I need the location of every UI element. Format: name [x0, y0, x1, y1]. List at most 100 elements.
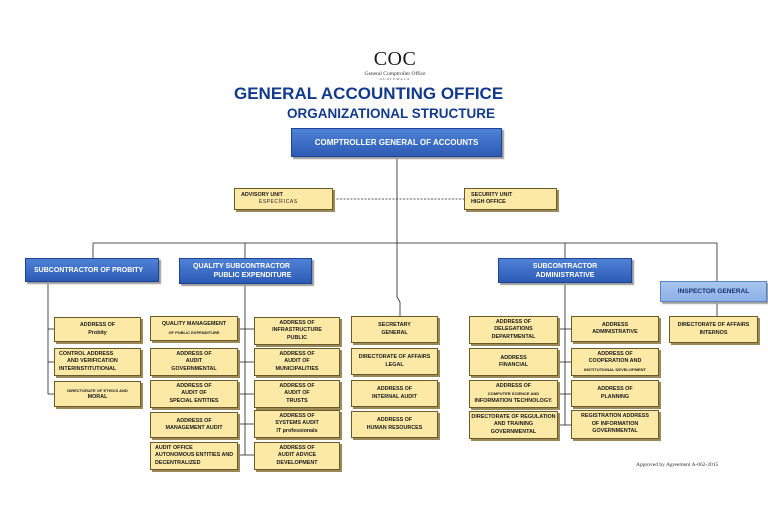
unit-line: ADDRESS	[500, 354, 527, 361]
quality-subcontractor-line1: QUALITY SUBCONTRACTOR	[193, 263, 290, 270]
unit-line: INTERNOS	[699, 329, 728, 336]
subcontractor-probity-label: SUBCONTRACTOR OF PROBITY	[34, 266, 144, 274]
unit-line: ADDRESS OF	[597, 350, 633, 357]
unit-cooperation-development: ADDRESS OF COOPERATION AND INSTITUTIONAL…	[571, 348, 659, 376]
unit-line: ADDRESS OF	[495, 318, 532, 325]
unit-line: ADDRESS	[601, 321, 629, 328]
unit-line: ADDRESS OF	[176, 417, 212, 424]
unit-line: ADDRESS OF	[279, 350, 315, 357]
unit-line: DIRECTORATE OF REGULATION	[471, 413, 556, 420]
unit-line: OF INFORMATION	[591, 420, 639, 427]
unit-line: GOVERNMENTAL	[490, 428, 537, 435]
inspector-general-box: INSPECTOR GENERAL	[660, 281, 767, 302]
unit-line: ADDRESS OF	[495, 382, 532, 389]
inspector-general-label: INSPECTOR GENERAL	[677, 288, 750, 295]
unit-line: LEGAL	[385, 361, 404, 368]
logo-mark: COC	[373, 48, 417, 70]
unit-internal-audit: ADDRESS OF INTERNAL AUDIT	[351, 380, 438, 407]
unit-line: AUDIT OF	[284, 358, 310, 365]
comptroller-general-box: COMPTROLLER GENERAL OF ACCOUNTS	[291, 128, 502, 157]
unit-financial: ADDRESS FINANCIAL	[469, 348, 558, 376]
unit-line: AUDIT	[185, 358, 203, 365]
unit-line: AUDIT OFFICE	[155, 444, 193, 451]
unit-line: AUDIT ADVICE	[277, 452, 317, 459]
unit-line: INTERINSTITUTIONAL	[59, 365, 117, 372]
unit-quality-management: QUALITY MANAGEMENT OF PUBLIC EXPENDITURE	[150, 316, 238, 341]
unit-line: TRUSTS	[286, 397, 308, 404]
unit-line: ADDRESS OF	[376, 417, 413, 423]
advisory-unit-box: ADVISORY UNIT ESPECÍFICAS	[234, 188, 333, 210]
unit-registration-information: REGISTRATION ADDRESS OF INFORMATION GOVE…	[571, 410, 659, 439]
advisory-unit-line2: ESPECÍFICAS	[259, 199, 298, 205]
unit-line: INFRASTRUCTURE	[272, 327, 322, 334]
unit-line: COMPUTER SCIENCE AND	[487, 391, 540, 397]
unit-control-verification: CONTROL ADDRESS AND VERIFICATION INTERIN…	[54, 348, 141, 376]
page-title: GENERAL ACCOUNTING OFFICE	[234, 84, 504, 103]
unit-administrative: ADDRESS ADMINISTRATIVE	[571, 316, 659, 342]
unit-delegations-departmental: ADDRESS OF DELEGATIONS DEPARTMENTAL	[469, 316, 558, 344]
unit-audit-special-entities: ADDRESS OF AUDIT OF SPECIAL ENTITIES	[150, 380, 238, 408]
unit-line: ADDRESS OF	[279, 412, 315, 419]
unit-audit-trusts: ADDRESS OF AUDIT OF TRUSTS	[254, 380, 340, 408]
unit-line: DELEGATIONS	[494, 326, 533, 333]
unit-line: ADDRESS OF	[376, 386, 413, 392]
unit-management-audit: ADDRESS OF MANAGEMENT AUDIT	[150, 412, 238, 438]
unit-internal-affairs: DIRECTORATE OF AFFAIRS INTERNOS	[669, 316, 758, 343]
subcontractor-administrative-line1: SUBCONTRACTOR	[532, 262, 598, 270]
unit-legal-affairs: DIRECTORATE OF AFFAIRS LEGAL	[351, 348, 438, 375]
unit-line: REGISTRATION ADDRESS	[581, 413, 649, 420]
page-subtitle: ORGANIZATIONAL STRUCTURE	[287, 106, 495, 121]
unit-line: ADDRESS OF	[279, 444, 315, 451]
logo-subtitle: General Comptroller Office	[364, 71, 426, 77]
unit-line: DIRECTORATE OF AFFAIRS	[358, 354, 431, 360]
quality-subcontractor-box: QUALITY SUBCONTRACTOR PUBLIC EXPENDITURE	[179, 258, 312, 284]
unit-line: SYSTEMS AUDIT	[275, 420, 319, 427]
unit-line: ADDRESS OF	[279, 319, 315, 326]
unit-systems-audit: ADDRESS OF SYSTEMS AUDIT IT professional…	[254, 410, 340, 438]
logo: COC General Comptroller Office GUATEMALA	[350, 48, 440, 82]
unit-infrastructure-public: ADDRESS OF INFRASTRUCTURE PUBLIC	[254, 317, 340, 345]
unit-line: GOVERNMENTAL	[171, 365, 217, 372]
subcontractor-probity-box: SUBCONTRACTOR OF PROBITY	[25, 258, 159, 282]
unit-line: PLANNING	[600, 393, 630, 400]
unit-line: DECENTRALIZED	[155, 459, 201, 466]
unit-planning: ADDRESS OF PLANNING	[571, 380, 659, 407]
unit-line: DIRECTORATE OF AFFAIRS	[677, 322, 750, 328]
unit-line: ADDRESS OF	[176, 382, 212, 389]
unit-line: DEVELOPMENT	[276, 459, 318, 466]
unit-probity-address: ADDRESS OF Probity	[54, 317, 141, 342]
unit-ethics-moral: DIRECTORATE OF ETHICS AND MORAL	[54, 381, 141, 407]
unit-line: DIRECTORATE OF ETHICS AND	[67, 387, 128, 393]
unit-line: AND TRAINING	[493, 421, 534, 428]
unit-line: SPECIAL ENTITIES	[169, 397, 219, 404]
approval-note: Approved by Agreement A-062-2015	[636, 462, 719, 468]
unit-line: GOVERNMENTAL	[592, 428, 638, 435]
unit-line: ADDRESS OF	[79, 322, 116, 328]
unit-line: ADDRESS OF	[279, 382, 315, 389]
logo-country: GUATEMALA	[379, 77, 411, 81]
unit-line: QUALITY MANAGEMENT	[161, 321, 227, 327]
unit-audit-municipalities: ADDRESS OF AUDIT OF MUNICIPALITIES	[254, 348, 340, 376]
unit-line: INTERNAL AUDIT	[372, 393, 417, 400]
unit-line: PUBLIC	[286, 334, 308, 341]
unit-computer-science-it: ADDRESS OF COMPUTER SCIENCE AND INFORMAT…	[469, 380, 558, 408]
advisory-unit-line1: ADVISORY UNIT	[241, 191, 283, 198]
unit-line: HUMAN RESOURCES	[366, 424, 423, 431]
unit-line: COOPERATION AND	[588, 358, 642, 365]
subcontractor-administrative-line2: ADMINISTRATIVE	[535, 271, 595, 279]
unit-line: ADDRESS OF	[597, 386, 633, 392]
unit-line: AND VERIFICATION	[67, 358, 118, 365]
subcontractor-administrative-box: SUBCONTRACTOR ADMINISTRATIVE	[498, 258, 632, 283]
unit-line: GENERAL	[381, 329, 408, 336]
security-unit-line1: SECURITY UNIT	[471, 191, 513, 198]
unit-line: AUTONOMOUS ENTITIES AND	[155, 452, 234, 459]
unit-line: CONTROL ADDRESS	[59, 350, 114, 357]
unit-audit-office-autonomous: AUDIT OFFICE AUTONOMOUS ENTITIES AND DEC…	[150, 442, 238, 470]
unit-line: MORAL	[87, 394, 108, 400]
unit-line: ADMINISTRATIVE	[592, 329, 638, 335]
unit-line: INFORMATION TECHNOLOGY.	[474, 397, 553, 404]
unit-line: MUNICIPALITIES	[275, 365, 319, 372]
comptroller-general-label: COMPTROLLER GENERAL OF ACCOUNTS	[314, 138, 479, 147]
